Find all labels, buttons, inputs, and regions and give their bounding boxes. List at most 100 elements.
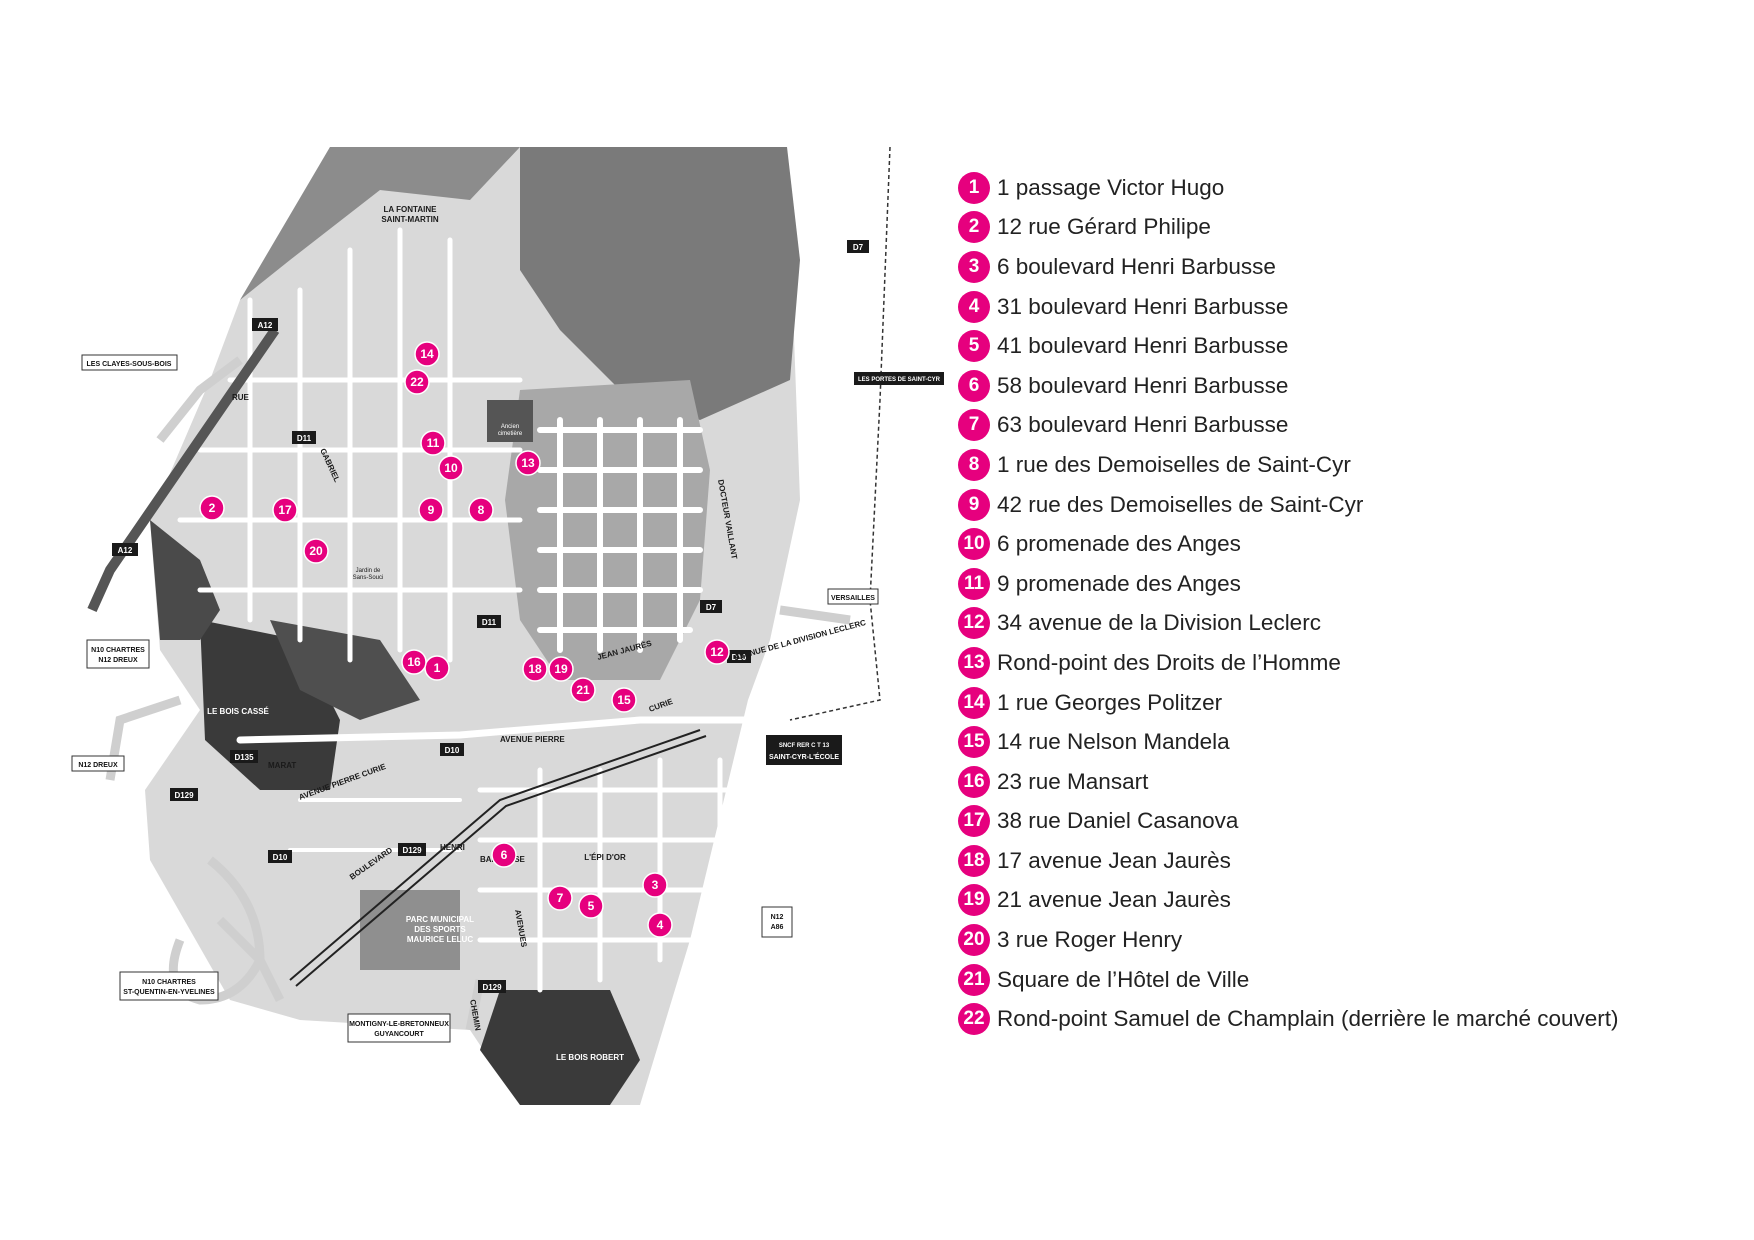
map-marker-12[interactable]: 12 xyxy=(704,639,730,665)
map-marker-15[interactable]: 15 xyxy=(611,687,637,713)
map-marker-number: 18 xyxy=(528,662,542,676)
map-marker-2[interactable]: 2 xyxy=(199,495,225,521)
road-badge-d135: D135 xyxy=(230,750,258,763)
legend-number-badge: 7 xyxy=(958,409,990,442)
highway-arrows xyxy=(105,356,851,1031)
dest-n12-dreux: N12 DREUX xyxy=(71,755,125,772)
svg-text:LES CLAYES-SOUS-BOIS: LES CLAYES-SOUS-BOIS xyxy=(87,361,172,368)
road-badge-d7-mid: D7 xyxy=(700,600,722,613)
map-marker-dot xyxy=(438,455,464,481)
map-marker-19[interactable]: 19 xyxy=(548,656,574,682)
legend-number-badge: 3 xyxy=(958,250,990,283)
svg-text:VERSAILLES: VERSAILLES xyxy=(831,595,875,602)
road-badge-d11-a: D11 xyxy=(292,431,316,444)
legend-item: 17 38 rue Daniel Casanova xyxy=(958,802,1748,842)
legend-number-badge: 21 xyxy=(958,963,990,996)
legend-number-badge: 9 xyxy=(958,488,990,521)
map-marker-17[interactable]: 17 xyxy=(272,497,298,523)
road-badge-d7-top: D7 xyxy=(847,240,869,253)
street-rue: RUE xyxy=(232,393,250,402)
map-marker-13[interactable]: 13 xyxy=(515,450,541,476)
map-marker-18[interactable]: 18 xyxy=(522,656,548,682)
legend-address: 41 boulevard Henri Barbusse xyxy=(997,333,1289,359)
road-badge-a12-left: A12 xyxy=(112,543,138,556)
district-bois-robert: LE BOIS ROBERT xyxy=(556,1053,624,1062)
svg-text:LES PORTES DE SAINT-CYR: LES PORTES DE SAINT-CYR xyxy=(858,377,941,383)
legend-address: 38 rue Daniel Casanova xyxy=(997,808,1239,834)
map-marker-3[interactable]: 3 xyxy=(642,872,668,898)
map-marker-16[interactable]: 16 xyxy=(401,649,427,675)
legend-address: 6 promenade des Anges xyxy=(997,531,1241,557)
road-badge-d11-b: D11 xyxy=(477,615,501,628)
map-marker-1[interactable]: 1 xyxy=(424,655,450,681)
map-marker-dot xyxy=(414,341,440,367)
map-marker-dot xyxy=(491,842,517,868)
woods-center xyxy=(270,620,420,720)
woods-bois-robert xyxy=(480,990,640,1105)
dest-claves: LES CLAYES-SOUS-BOIS xyxy=(81,354,178,371)
map-marker-22[interactable]: 22 xyxy=(404,369,430,395)
svg-text:D129: D129 xyxy=(174,791,194,800)
map-marker-21[interactable]: 21 xyxy=(570,677,596,703)
legend-address: 17 avenue Jean Jaurès xyxy=(997,847,1231,873)
legend-number-badge: 13 xyxy=(958,646,990,679)
central-grid-zone xyxy=(505,380,710,680)
legend-address: 6 boulevard Henri Barbusse xyxy=(997,253,1276,279)
legend-number-badge: 20 xyxy=(958,924,990,957)
map-marker-14[interactable]: 14 xyxy=(414,341,440,367)
map-marker-6[interactable]: 6 xyxy=(491,842,517,868)
svg-text:D11: D11 xyxy=(297,434,312,443)
legend-number-badge: 14 xyxy=(958,686,990,719)
map-marker-7[interactable]: 7 xyxy=(547,885,573,911)
svg-text:D135: D135 xyxy=(234,753,254,762)
map-canvas: A12 A12 D11 D11 D7 D7 D10 D10 D10 D135 D… xyxy=(71,146,944,1105)
legend-item: 18 17 avenue Jean Jaurès xyxy=(958,841,1748,881)
map-marker-dot xyxy=(642,872,668,898)
map-marker-dot xyxy=(199,495,225,521)
cemetery-area xyxy=(487,400,533,442)
map-marker-number: 17 xyxy=(278,503,292,517)
map-marker-number: 1 xyxy=(434,661,441,675)
svg-text:N12 DREUX: N12 DREUX xyxy=(78,762,118,769)
map-marker-dot xyxy=(418,497,444,523)
map-marker-number: 10 xyxy=(444,461,458,475)
legend-number-badge: 8 xyxy=(958,448,990,481)
legend-number-badge: 17 xyxy=(958,805,990,838)
svg-text:D7: D7 xyxy=(706,603,717,612)
legend-address: 42 rue des Demoiselles de Saint-Cyr xyxy=(997,491,1364,517)
map-marker-10[interactable]: 10 xyxy=(438,455,464,481)
map-marker-dot xyxy=(401,649,427,675)
legend-number-badge: 12 xyxy=(958,607,990,640)
legend-address: 58 boulevard Henri Barbusse xyxy=(997,372,1289,398)
map-marker-8[interactable]: 8 xyxy=(468,497,494,523)
svg-text:D129: D129 xyxy=(482,983,502,992)
map-marker-20[interactable]: 20 xyxy=(303,538,329,564)
legend-number-badge: 18 xyxy=(958,844,990,877)
legend-item: 20 3 rue Roger Henry xyxy=(958,920,1748,960)
tram-line xyxy=(789,146,891,721)
svg-text:D7: D7 xyxy=(853,243,864,252)
map-marker-4[interactable]: 4 xyxy=(647,912,673,938)
map-marker-5[interactable]: 5 xyxy=(578,893,604,919)
legend-number-badge: 2 xyxy=(958,211,990,244)
map-marker-dot xyxy=(404,369,430,395)
map-marker-11[interactable]: 11 xyxy=(420,430,446,456)
map-marker-9[interactable]: 9 xyxy=(418,497,444,523)
map-marker-dot xyxy=(547,885,573,911)
svg-text:SAINT-CYR-L'ÉCOLE: SAINT-CYR-L'ÉCOLE xyxy=(769,752,839,761)
legend-address: Rond-point Samuel de Champlain (derrière… xyxy=(997,1006,1619,1032)
legend-number-badge: 5 xyxy=(958,330,990,363)
legend-number-badge: 19 xyxy=(958,884,990,917)
legend-address: 3 rue Roger Henry xyxy=(997,927,1183,953)
legend-number-badge: 16 xyxy=(958,765,990,798)
